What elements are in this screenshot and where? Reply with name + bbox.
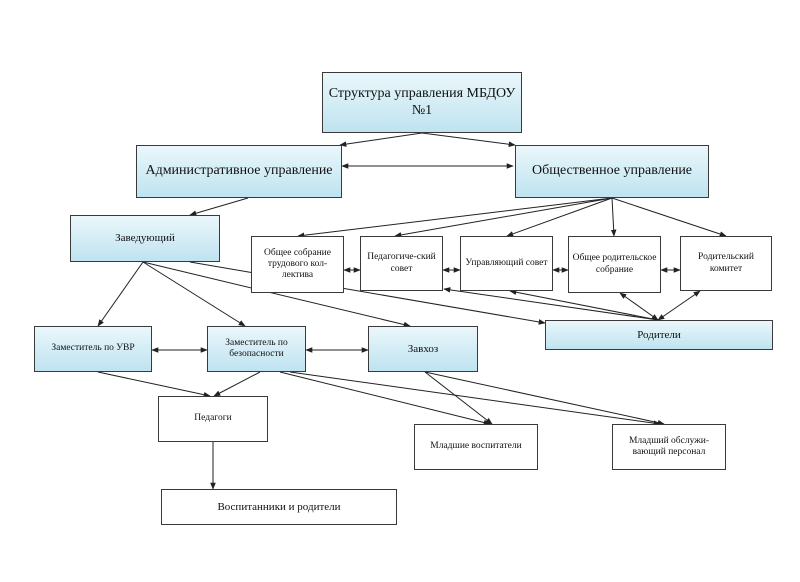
node-deputy-safety: Заместитель по безопасности: [207, 326, 306, 372]
edge-head-parents: [189, 261, 546, 325]
edge-uvr-teachers: [97, 371, 211, 398]
edge-safety-junior-educators: [279, 371, 491, 426]
node-supply-label: Завхоз: [407, 342, 439, 355]
node-parent-meeting-label: Общее родительское собрание: [572, 253, 657, 275]
node-junior-educators-label: Младшие воспитатели: [430, 441, 522, 452]
edge-supply-junior-staff: [424, 371, 665, 426]
node-ped-council-label: Педагогиче-ский совет: [367, 252, 436, 274]
node-deputy-uvr-label: Заместитель по УВР: [51, 343, 135, 354]
node-deputy-safety-label: Заместитель по безопасности: [225, 337, 288, 359]
edge-supply-junior-educators: [424, 371, 493, 425]
edge-public-parentmeeting: [610, 197, 617, 237]
edge-head-supply: [142, 261, 411, 328]
diagram-title-box: Структура управления МБДОУ №1: [322, 72, 522, 133]
node-parents: Родители: [545, 320, 773, 350]
edge-public-labor: [297, 197, 613, 239]
node-supply: Завхоз: [368, 326, 478, 372]
node-junior-staff-label: Младший обслужи-вающий персонал: [628, 435, 710, 457]
node-parent-committee: Родительский комитет: [680, 236, 772, 291]
edge-head-uvr: [97, 261, 144, 327]
edge-admin-head: [189, 197, 249, 216]
edge-safety-junior-staff: [289, 371, 661, 426]
node-public-label: Общественное управление: [531, 163, 693, 179]
node-parent-meeting: Общее родительское собрание: [568, 236, 661, 293]
edge-safety-teachers: [213, 371, 261, 397]
node-labor-meeting-label: Общее собрание трудового кол-лектива: [264, 247, 331, 281]
edge-public-gov: [506, 197, 613, 237]
node-labor-meeting: Общее собрание трудового кол-лектива: [251, 236, 344, 293]
node-admin-label: Административное управление: [145, 163, 333, 179]
edge-title-admin: [339, 132, 423, 147]
edge-parents-parentmeeting: [619, 292, 659, 321]
node-teachers: Педагоги: [158, 396, 268, 442]
node-head-label: Заведующий: [115, 232, 175, 245]
node-public: Общественное управление: [515, 145, 709, 198]
edge-parents-gov: [509, 289, 659, 321]
edge-head-safety: [142, 261, 246, 327]
node-gov-council: Управляющий совет: [460, 236, 553, 291]
edge-parents-committee: [657, 290, 701, 321]
node-teachers-label: Педагоги: [194, 413, 232, 424]
node-deputy-uvr: Заместитель по УВР: [34, 326, 152, 372]
node-ped-council: Педагогиче-ский совет: [360, 236, 443, 291]
node-junior-staff: Младший обслужи-вающий персонал: [612, 424, 726, 470]
node-parents-label: Родители: [637, 328, 681, 341]
node-junior-educators: Младшие воспитатели: [414, 424, 538, 470]
node-admin: Административное управление: [136, 145, 342, 198]
edge-title-public: [421, 132, 516, 147]
edge-public-committee: [611, 197, 727, 237]
node-pupils-parents: Воспитанники и родители: [161, 489, 397, 525]
diagram-title: Структура управления МБДОУ №1: [328, 85, 516, 118]
node-gov-council-label: Управляющий совет: [465, 257, 548, 268]
edge-public-ped: [394, 197, 613, 238]
node-head: Заведующий: [70, 215, 220, 262]
edge-parents-ped: [443, 287, 659, 321]
node-pupils-parents-label: Воспитанники и родители: [217, 500, 341, 513]
node-parent-committee-label: Родительский комитет: [698, 252, 754, 274]
